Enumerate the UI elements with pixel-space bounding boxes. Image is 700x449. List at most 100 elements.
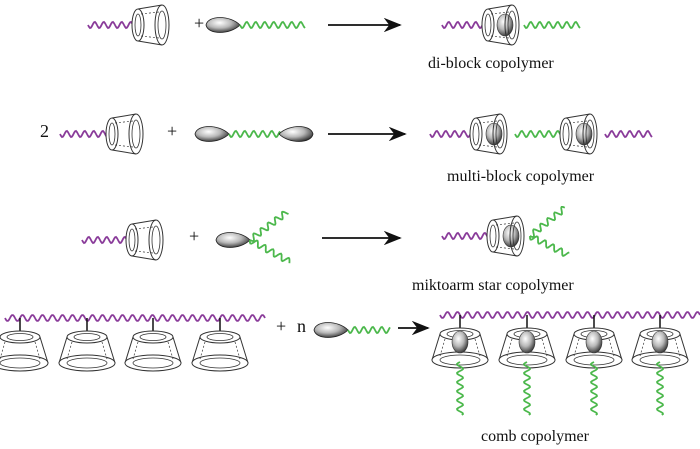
cyclodextrin-host-wide-rim [128, 113, 144, 155]
product-guest-core-1 [451, 330, 469, 354]
product-cyclodextrin-2-body [498, 333, 556, 361]
multiblock-host-chain-right [604, 129, 653, 139]
pendant-cyclodextrin-2-wide-rim [58, 354, 116, 372]
miktoarm-cyclodextrin-body [492, 215, 518, 257]
product-cyclodextrin-3-wide-inner [573, 354, 615, 366]
plus-sign-miktoarm: + [189, 226, 200, 246]
multiblock-cyclodextrin-right-wide-rim [582, 113, 598, 155]
host-polymer-chain [81, 235, 133, 245]
guest-molecule-right [278, 126, 314, 142]
guest-arm-upper [249, 210, 289, 243]
cyclodextrin-host-wide-inner [151, 225, 161, 255]
pendant-cyclodextrin-4-narrow-inner [206, 333, 234, 341]
cyclodextrin-host-hidden-edges [134, 226, 154, 254]
pendant-cyclodextrin-4-wide-rim [191, 354, 249, 372]
multiblock-cyclodextrin-left-body [475, 113, 501, 155]
comb-product-backbone [439, 311, 700, 319]
diblock-cyclodextrin-hidden-edges [490, 11, 510, 39]
comb-guest-chain-4 [655, 361, 665, 416]
pendant-cyclodextrin-2-narrow-inner [73, 333, 101, 341]
diblock-label: di-block copolymer [428, 55, 554, 72]
diblock-cyclodextrin-body [487, 4, 513, 46]
diblock-cyclodextrin-narrow-rim [481, 8, 495, 42]
miktoarm-cyclodextrin-narrow-inner [489, 224, 497, 248]
coefficient-comb: n [297, 316, 306, 336]
comb-host-backbone [4, 314, 266, 322]
cyclodextrin-host-narrow-rim [131, 8, 145, 42]
diblock-cyclodextrin-wide-inner [507, 10, 517, 40]
multiblock-cyclodextrin-right-narrow-inner [562, 122, 570, 146]
cyclodextrin-host-narrow-rim [125, 223, 139, 257]
miktoarm-host-chain [441, 231, 491, 241]
guest-arm-lower [248, 239, 291, 264]
multiblock-guest-chain [514, 129, 567, 139]
pendant-cyclodextrin-3-wide-rim [124, 354, 182, 372]
miktoarm-cyclodextrin-wide-inner [512, 221, 522, 251]
product-guest-core-3 [585, 330, 603, 354]
guest-molecule-left [194, 126, 230, 142]
product-cyclodextrin-2-wide-inner [506, 354, 548, 366]
miktoarm-arm-lower [529, 235, 570, 257]
miktoarm-arm-upper [529, 206, 566, 239]
cyclodextrin-host-wide-rim [148, 219, 164, 261]
pendant-cyclodextrin-1-body [0, 336, 49, 364]
product-cyclodextrin-2-hidden-edges [506, 338, 548, 357]
multiblock-cyclodextrin-left-hidden-edges [478, 120, 498, 148]
product-cyclodextrin-4-hidden-edges [639, 338, 681, 357]
pendant-cyclodextrin-4-wide-inner [199, 357, 241, 369]
comb-guest-chain-2 [522, 361, 532, 416]
multiblock-cyclodextrin-right-wide-inner [585, 119, 595, 149]
cyclodextrin-host-narrow-rim [105, 117, 119, 151]
miktoarm-cyclodextrin-wide-rim [509, 215, 525, 257]
guest-molecule [313, 322, 349, 338]
pendant-cyclodextrin-2-wide-inner [66, 357, 108, 369]
multiblock-cyclodextrin-right-hidden-edges [568, 120, 588, 148]
product-cyclodextrin-3-hidden-edges [573, 338, 615, 357]
pendant-cyclodextrin-4-narrow-rim [199, 330, 241, 344]
miktoarm-cyclodextrin-narrow-rim [486, 219, 500, 253]
product-cyclodextrin-3-body [565, 333, 623, 361]
miktoarm-cyclodextrin-hidden-edges [495, 222, 515, 250]
pendant-cyclodextrin-1-narrow-rim [0, 330, 41, 344]
product-cyclodextrin-1-body [431, 333, 489, 361]
cyclodextrin-host-body [137, 4, 163, 46]
cyclodextrin-host-narrow-inner [108, 122, 116, 146]
host-polymer-chain [87, 20, 139, 30]
pendant-cyclodextrin-3-narrow-rim [132, 330, 174, 344]
cyclodextrin-host-narrow-inner [134, 13, 142, 37]
pendant-cyclodextrin-2-hidden-edges [66, 341, 108, 360]
product-cyclodextrin-1-hidden-edges [439, 338, 481, 357]
multiblock-cyclodextrin-left-wide-inner [495, 119, 505, 149]
guest-linker-chain [228, 129, 281, 139]
cyclodextrin-host-wide-inner [157, 10, 167, 40]
multiblock-cyclodextrin-left-wide-rim [492, 113, 508, 155]
pendant-cyclodextrin-3-narrow-inner [139, 333, 167, 341]
host-polymer-chain [59, 129, 113, 139]
product-guest-core-4 [651, 330, 669, 354]
multiblock-cyclodextrin-left-narrow-inner [472, 122, 480, 146]
cyclodextrin-host-body [111, 113, 137, 155]
pendant-cyclodextrin-1-narrow-inner [6, 333, 34, 341]
cyclodextrin-host-hidden-edges [114, 120, 134, 148]
cyclodextrin-host-wide-rim [154, 4, 170, 46]
comb-guest-chain-1 [455, 361, 465, 416]
pendant-cyclodextrin-1-wide-inner [0, 357, 41, 369]
diblock-cyclodextrin-wide-rim [504, 4, 520, 46]
multiblock-label: multi-block copolymer [447, 168, 595, 185]
product-cyclodextrin-4-wide-inner [639, 354, 681, 366]
cyclodextrin-host-narrow-inner [128, 228, 136, 252]
guest-polymer-chain [347, 325, 391, 335]
plus-sign-diblock: + [194, 13, 205, 33]
pendant-cyclodextrin-2-narrow-rim [66, 330, 108, 344]
multiblock-cyclodextrin-left-narrow-rim [469, 117, 483, 151]
guest-molecule [205, 17, 241, 33]
product-guest-core-2 [518, 330, 536, 354]
pendant-cyclodextrin-1-hidden-edges [0, 341, 41, 360]
cyclodextrin-host-hidden-edges [140, 11, 160, 39]
diblock-cyclodextrin-narrow-inner [484, 13, 492, 37]
product-cyclodextrin-1-wide-inner [439, 354, 481, 366]
pendant-cyclodextrin-1-wide-rim [0, 354, 49, 372]
plus-sign-multiblock: + [167, 121, 178, 141]
guest-molecule [215, 232, 251, 248]
